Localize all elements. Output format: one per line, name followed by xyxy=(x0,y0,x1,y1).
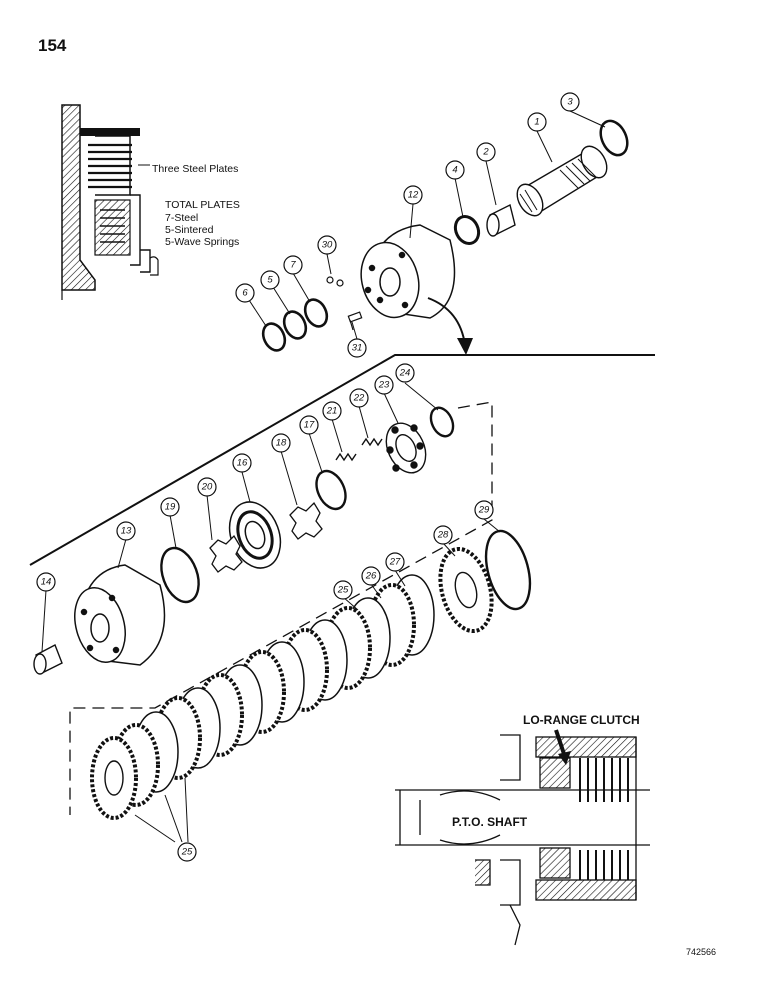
part-callout: 25 xyxy=(177,842,197,862)
part-callout: 1 xyxy=(527,112,547,132)
inset-totals-title: TOTAL PLATES xyxy=(165,199,240,211)
thrust-washer-part xyxy=(303,298,329,328)
part-number: 12 xyxy=(408,190,419,201)
part-number: 2 xyxy=(482,147,489,158)
part-number: 29 xyxy=(478,505,490,516)
clutch-drum-part xyxy=(74,564,166,666)
washer-part xyxy=(599,119,629,157)
part-number: 23 xyxy=(378,380,390,391)
inset-total-steel: 7-Steel xyxy=(165,212,198,224)
arrow-icon xyxy=(554,729,567,758)
part-number: 5 xyxy=(267,275,273,286)
dashed-assembly-outline xyxy=(69,401,493,815)
part-number: 3 xyxy=(567,97,573,108)
part-number: 1 xyxy=(534,117,539,128)
part-callout: 29 xyxy=(474,500,494,520)
arrow-head-icon xyxy=(457,338,473,355)
spring-part xyxy=(335,437,383,462)
page-number: 154 xyxy=(38,36,67,55)
part-number: 28 xyxy=(437,530,449,541)
clutch-housing-part xyxy=(360,224,456,319)
part-callout: 17 xyxy=(299,415,319,435)
part-callout: 27 xyxy=(385,552,405,572)
wave-spring-part xyxy=(209,534,243,573)
part-callout: 4 xyxy=(445,160,465,180)
check-ball-part xyxy=(336,279,344,287)
part-number: 4 xyxy=(452,165,457,176)
bearing-part xyxy=(486,203,516,237)
inset-steel-plates-label: Three Steel Plates xyxy=(152,163,238,175)
part-callout: 3 xyxy=(560,92,580,112)
clutch-plate-stack xyxy=(90,529,532,820)
section-divider xyxy=(29,354,655,566)
thrust-washer-part xyxy=(261,322,287,352)
part-number: 24 xyxy=(399,368,411,379)
check-ball-part xyxy=(326,276,334,284)
part-callout: 30 xyxy=(317,235,337,255)
inset-total-wave-springs: 5-Wave Springs xyxy=(165,236,239,248)
part-callout: 13 xyxy=(116,521,136,541)
part-number: 21 xyxy=(326,406,338,417)
part-callout: 18 xyxy=(271,433,291,453)
part-callout: 28 xyxy=(433,525,453,545)
lo-range-clutch-label: LO-RANGE CLUTCH xyxy=(523,713,640,727)
o-ring-part xyxy=(315,469,347,511)
part-callout: 21 xyxy=(322,401,342,421)
pto-shaft-label: P.T.O. SHAFT xyxy=(452,815,528,829)
part-number: 7 xyxy=(290,260,296,271)
part-number: 20 xyxy=(201,482,213,493)
part-number: 14 xyxy=(41,577,52,588)
inset-total-sintered: 5-Sintered xyxy=(165,224,214,236)
part-number: 18 xyxy=(276,438,287,449)
section-view-drawing xyxy=(395,734,650,946)
part-callout: 14 xyxy=(36,572,56,592)
part-callout: 22 xyxy=(349,388,369,408)
seal-ring-part xyxy=(453,214,481,246)
bolt-part xyxy=(347,311,363,331)
part-callout: 26 xyxy=(361,566,381,586)
part-number: 22 xyxy=(353,393,365,404)
part-number: 17 xyxy=(304,420,315,431)
part-callout: 12 xyxy=(403,185,423,205)
wave-spring-part xyxy=(289,501,323,540)
part-number: 26 xyxy=(365,571,377,582)
part-callout: 24 xyxy=(395,363,415,383)
part-number: 27 xyxy=(389,557,401,568)
part-callout: 19 xyxy=(160,497,180,517)
part-number: 31 xyxy=(352,343,363,354)
part-callout: 16 xyxy=(232,453,252,473)
part-callout: 6 xyxy=(235,283,255,303)
part-number: 25 xyxy=(181,847,193,858)
part-callout: 31 xyxy=(347,338,367,358)
illustration-code: 742566 xyxy=(686,947,716,957)
part-number: 30 xyxy=(322,240,333,251)
part-callout: 7 xyxy=(283,255,303,275)
arrow-head-icon xyxy=(558,751,571,765)
bushing-part xyxy=(33,644,63,675)
part-number: 6 xyxy=(242,288,248,299)
part-number: 16 xyxy=(237,458,248,469)
leader-lines xyxy=(41,110,606,843)
shaft-part xyxy=(516,145,608,217)
part-number: 13 xyxy=(121,526,132,537)
inset-section-drawing xyxy=(61,104,159,300)
part-callout: 20 xyxy=(197,477,217,497)
part-callout: 2 xyxy=(476,142,496,162)
part-number: 19 xyxy=(165,502,176,513)
piston-part xyxy=(228,501,282,569)
snap-ring-part xyxy=(429,406,455,438)
spring-retainer-part xyxy=(385,422,427,474)
part-callout: 5 xyxy=(260,270,280,290)
seal-ring-part xyxy=(160,546,200,604)
part-number: 25 xyxy=(337,585,349,596)
part-callout: 23 xyxy=(374,375,394,395)
part-callout: 25 xyxy=(333,580,353,600)
